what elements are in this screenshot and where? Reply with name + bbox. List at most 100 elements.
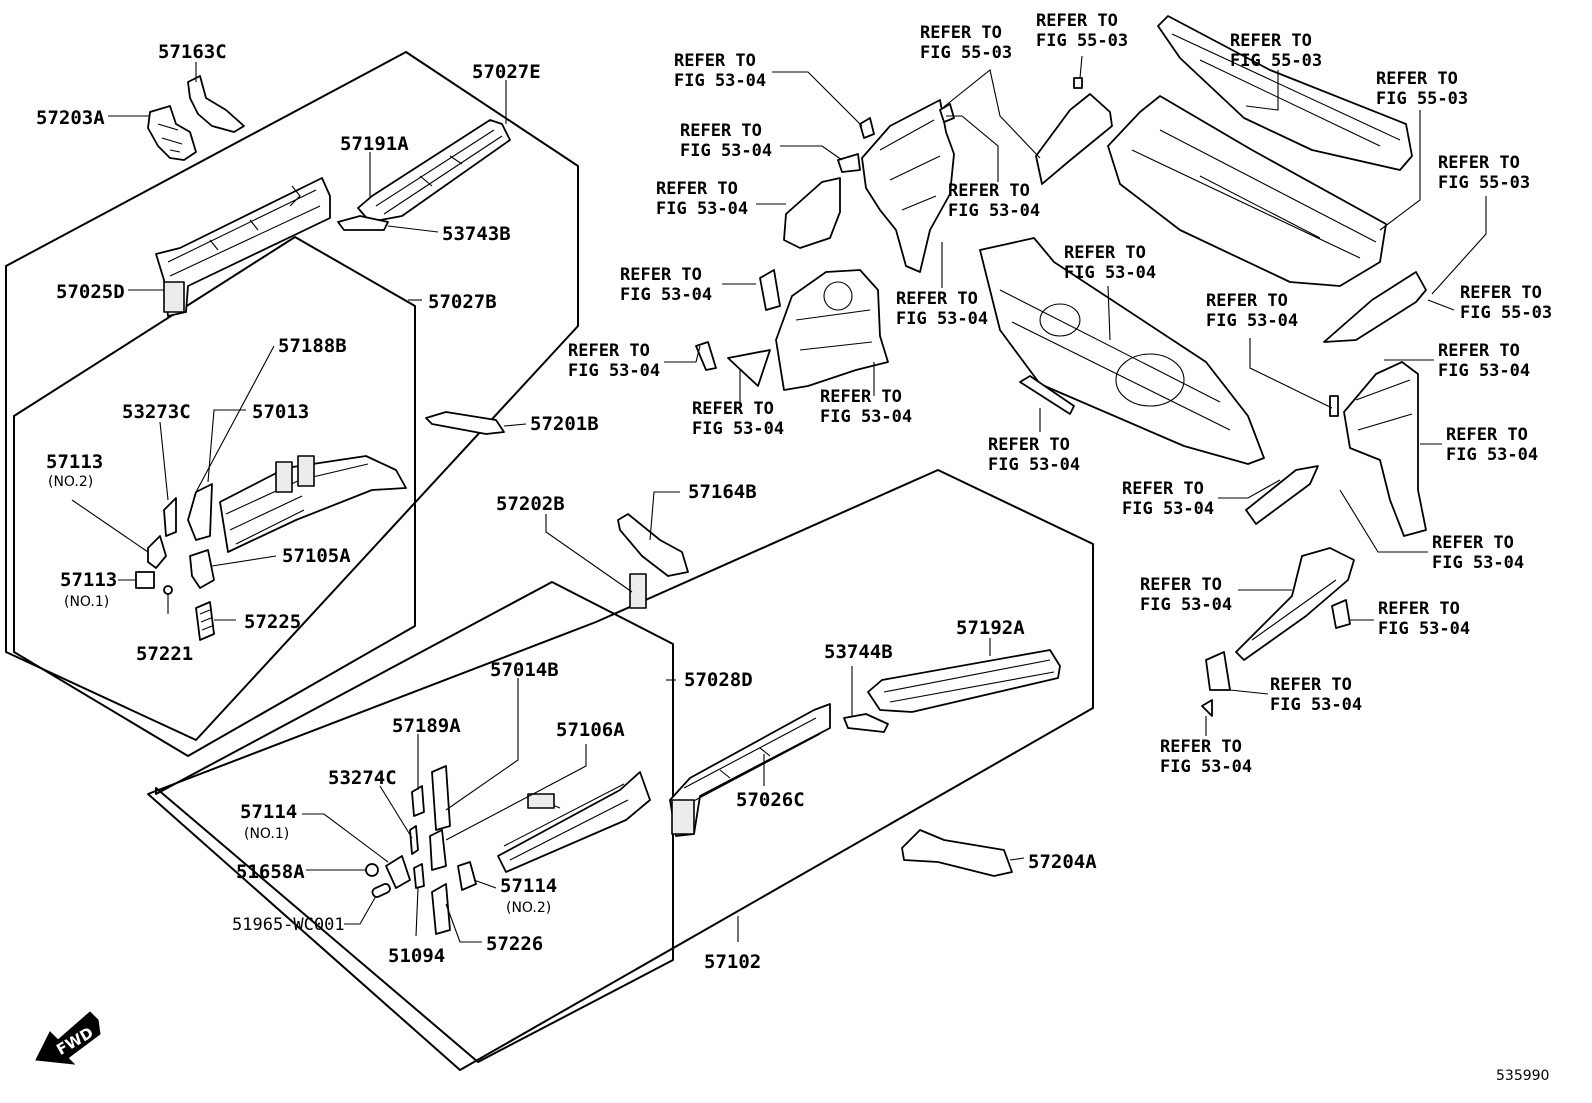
svg-text:REFER TO: REFER TO — [620, 265, 702, 285]
part-dash-panel — [979, 237, 1265, 465]
label-57025D: 57025D — [56, 281, 125, 303]
part-57105-center — [429, 829, 447, 871]
svg-text:FIG 53-04: FIG 53-04 — [896, 309, 988, 329]
svg-text:REFER TO: REFER TO — [1140, 575, 1222, 595]
label-57189A: 57189A — [392, 715, 461, 737]
label-57113-no2-sub: (NO.2) — [48, 474, 93, 490]
refer-15: REFER TO FIG 55-03 — [1460, 283, 1552, 323]
part-bracket-tri-1 — [759, 269, 781, 311]
part-57113-no2 — [147, 535, 167, 569]
label-51965-WC001: 51965-WC001 — [232, 915, 345, 935]
part-bracket-r-2 — [1205, 651, 1231, 691]
part-57192A — [867, 649, 1061, 713]
part-apron-right — [1343, 361, 1427, 537]
refer-20: REFER TO FIG 53-04 — [1446, 425, 1538, 465]
refer-5: REFER TO FIG 53-04 — [568, 341, 660, 381]
svg-text:FIG 53-04: FIG 53-04 — [1122, 499, 1214, 519]
label-57191A: 57191A — [340, 133, 409, 155]
part-57113-no1 — [135, 571, 155, 589]
svg-text:FIG 53-04: FIG 53-04 — [680, 141, 772, 161]
label-51094: 51094 — [388, 945, 445, 967]
svg-text:REFER TO: REFER TO — [656, 179, 738, 199]
label-57188B: 57188B — [278, 335, 347, 357]
svg-text:FIG 55-03: FIG 55-03 — [1036, 31, 1128, 51]
group-box-57027E — [5, 51, 579, 741]
part-51094 — [413, 863, 425, 889]
svg-text:REFER TO: REFER TO — [1206, 291, 1288, 311]
leader-lines — [71, 55, 1487, 943]
refer-14: REFER TO FIG 55-03 — [1438, 153, 1530, 193]
part-57221 — [163, 585, 173, 595]
svg-text:FIG 53-04: FIG 53-04 — [674, 71, 766, 91]
svg-text:FIG 53-04: FIG 53-04 — [1270, 695, 1362, 715]
svg-text:FIG 55-03: FIG 55-03 — [1376, 89, 1468, 109]
label-57102: 57102 — [704, 951, 761, 973]
label-51658A: 51658A — [236, 861, 305, 883]
part-bracket-bar — [695, 341, 717, 371]
part-apron-lower-r — [1235, 547, 1355, 661]
svg-text:REFER TO: REFER TO — [680, 121, 762, 141]
refer-23: REFER TO FIG 53-04 — [1140, 575, 1232, 615]
refer-8: REFER TO FIG 53-04 — [896, 289, 988, 329]
label-57105A: 57105A — [282, 545, 351, 567]
part-57203A — [147, 105, 197, 161]
svg-text:REFER TO: REFER TO — [1064, 243, 1146, 263]
diagram-code: 535990 — [1496, 1068, 1549, 1084]
svg-text:FIG 53-04: FIG 53-04 — [1438, 361, 1530, 381]
part-bracket-small-1 — [859, 117, 875, 139]
part-57188B — [187, 483, 213, 541]
svg-text:REFER TO: REFER TO — [1446, 425, 1528, 445]
refer-13: REFER TO FIG 55-03 — [1376, 69, 1468, 109]
part-strut-tower — [775, 269, 889, 391]
part-apron-rear-upper — [861, 99, 955, 273]
svg-text:FIG 53-04: FIG 53-04 — [656, 199, 748, 219]
part-57226 — [431, 883, 451, 935]
part-57013 — [219, 455, 407, 553]
svg-text:REFER TO: REFER TO — [920, 23, 1002, 43]
svg-text:FIG 53-04: FIG 53-04 — [1064, 263, 1156, 283]
label-57201B: 57201B — [530, 413, 599, 435]
svg-text:FIG 53-04: FIG 53-04 — [988, 455, 1080, 475]
label-57014B: 57014B — [490, 659, 559, 681]
svg-text:FIG 55-03: FIG 55-03 — [920, 43, 1012, 63]
part-cowl-top — [1157, 15, 1413, 171]
part-57163C — [187, 75, 245, 133]
label-57226: 57226 — [486, 933, 543, 955]
svg-text:REFER TO: REFER TO — [1230, 31, 1312, 51]
svg-text:FIG 53-04: FIG 53-04 — [1378, 619, 1470, 639]
svg-text:FIG 53-04: FIG 53-04 — [620, 285, 712, 305]
part-cowl-side-l — [1035, 93, 1113, 185]
refer-18: REFER TO FIG 53-04 — [1438, 341, 1530, 381]
svg-text:REFER TO: REFER TO — [1376, 69, 1458, 89]
part-57114-no2 — [457, 861, 477, 891]
svg-text:REFER TO: REFER TO — [896, 289, 978, 309]
part-57114-no1 — [385, 855, 411, 889]
refer-4: REFER TO FIG 53-04 — [620, 265, 712, 305]
label-57221: 57221 — [136, 643, 193, 665]
svg-text:FIG 53-04: FIG 53-04 — [692, 419, 784, 439]
part-bracket-angle — [783, 177, 841, 249]
label-57202B: 57202B — [496, 493, 565, 515]
label-53743B: 53743B — [442, 223, 511, 245]
refer-25: REFER TO FIG 53-04 — [1270, 675, 1362, 715]
part-57225 — [195, 601, 215, 641]
svg-text:REFER TO: REFER TO — [988, 435, 1070, 455]
svg-text:REFER TO: REFER TO — [1460, 283, 1542, 303]
svg-text:REFER TO: REFER TO — [820, 387, 902, 407]
label-57114-no2: 57114 — [500, 875, 557, 897]
label-57028D: 57028D — [684, 669, 753, 691]
part-clip-r — [1329, 395, 1339, 417]
svg-text:FIG 53-04: FIG 53-04 — [1140, 595, 1232, 615]
label-57013: 57013 — [252, 401, 309, 423]
svg-text:FIG 53-04: FIG 53-04 — [820, 407, 912, 427]
svg-text:REFER TO: REFER TO — [674, 51, 756, 71]
part-57189A — [411, 785, 425, 817]
svg-text:REFER TO: REFER TO — [1438, 153, 1520, 173]
svg-text:FIG 53-04: FIG 53-04 — [1432, 553, 1524, 573]
label-57192A: 57192A — [956, 617, 1025, 639]
part-cowl-side-r — [1323, 271, 1427, 343]
svg-text:REFER TO: REFER TO — [1438, 341, 1520, 361]
part-dash-bracket — [1019, 375, 1075, 415]
